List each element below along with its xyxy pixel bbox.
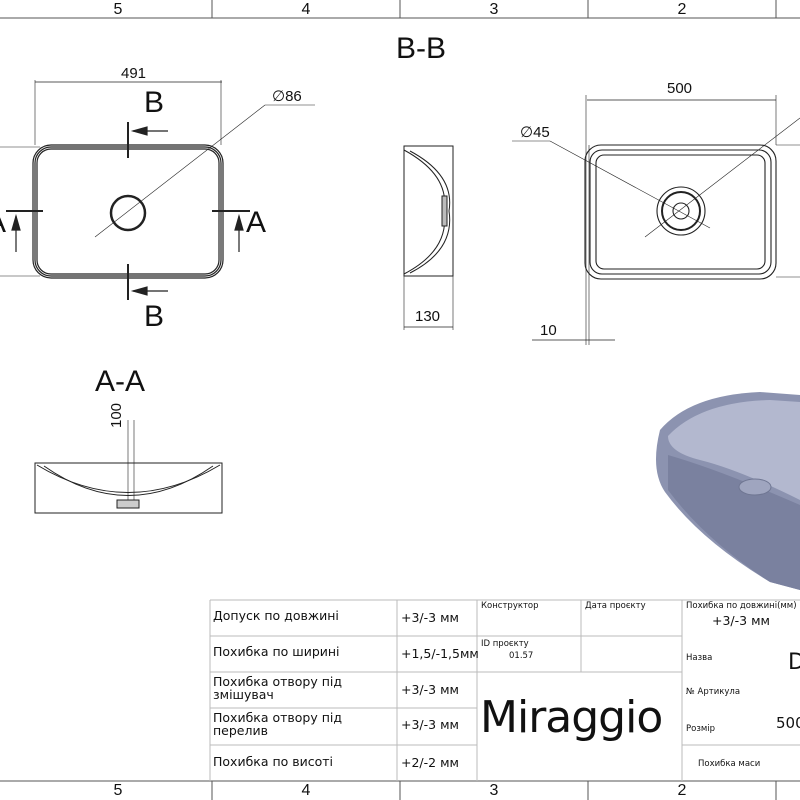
- hole-dimension: ∅45: [520, 124, 550, 141]
- tolerance-label: Похибка отвору під перелив: [213, 710, 342, 738]
- top-view: [0, 80, 315, 300]
- name-value: D: [788, 650, 800, 675]
- size-label: Розмір: [686, 724, 716, 734]
- cut-label-a: A: [246, 206, 267, 239]
- zone-label: 5: [113, 1, 123, 18]
- cut-label-b: B: [144, 300, 165, 333]
- aa-section-view: [34, 420, 223, 514]
- tolerance-value: +3/-3 мм: [401, 610, 459, 625]
- height-dimension: 100: [108, 402, 125, 428]
- article-label: № Артикула: [686, 687, 741, 697]
- tolerance-value: +3/-3 мм: [401, 682, 459, 697]
- bottom-view: [512, 95, 800, 345]
- name-label: Назва: [686, 653, 713, 663]
- section-aa-title: A-A: [95, 365, 146, 398]
- side-section-view: [403, 145, 454, 330]
- size-value: 500: [776, 714, 800, 732]
- basin-render: [656, 392, 800, 590]
- tolerance-value: +2/-2 мм: [401, 755, 459, 770]
- drain-dimension: ∅86: [272, 88, 302, 105]
- depth-dimension: 130: [415, 308, 441, 325]
- tolerance-label: Похибка отвору під змішувач: [213, 674, 342, 702]
- cut-label-a: A: [0, 206, 6, 240]
- offset-dimension: 10: [540, 322, 557, 339]
- width-dimension: 491: [121, 65, 147, 82]
- tolerance-label: Похибка по висоті: [213, 754, 334, 769]
- tolerance-value: +1,5/-1,5мм: [401, 646, 479, 661]
- bottom-width-dimension: 500: [667, 80, 693, 97]
- brand-logo: Miraggio: [480, 692, 663, 743]
- section-bb-title: B-B: [396, 32, 447, 65]
- tolerance-label: Похибка по ширині: [213, 644, 340, 659]
- designer-label: Конструктор: [481, 601, 539, 611]
- title-block-lines: [209, 599, 800, 781]
- project-id-label: ID проєкту: [481, 639, 529, 649]
- zone-label: 5: [113, 782, 123, 799]
- zone-label: 4: [301, 782, 311, 799]
- zone-label: 3: [489, 782, 499, 799]
- tolerance-label: Допуск по довжині: [213, 608, 339, 623]
- mass-tolerance-label: Похибка маси: [698, 759, 761, 769]
- zone-label: 2: [677, 782, 687, 799]
- length-tolerance-value: +3/-3 мм: [712, 613, 770, 628]
- zone-label: 3: [489, 1, 499, 18]
- date-label: Дата проєкту: [585, 601, 646, 611]
- tolerance-value: +3/-3 мм: [401, 717, 459, 732]
- zone-label: 2: [677, 1, 687, 18]
- cut-label-b: B: [144, 86, 165, 119]
- project-id: 01.57: [509, 651, 534, 661]
- zone-label: 4: [301, 1, 311, 18]
- length-tolerance-label: Похибка по довжині(мм): [686, 601, 797, 611]
